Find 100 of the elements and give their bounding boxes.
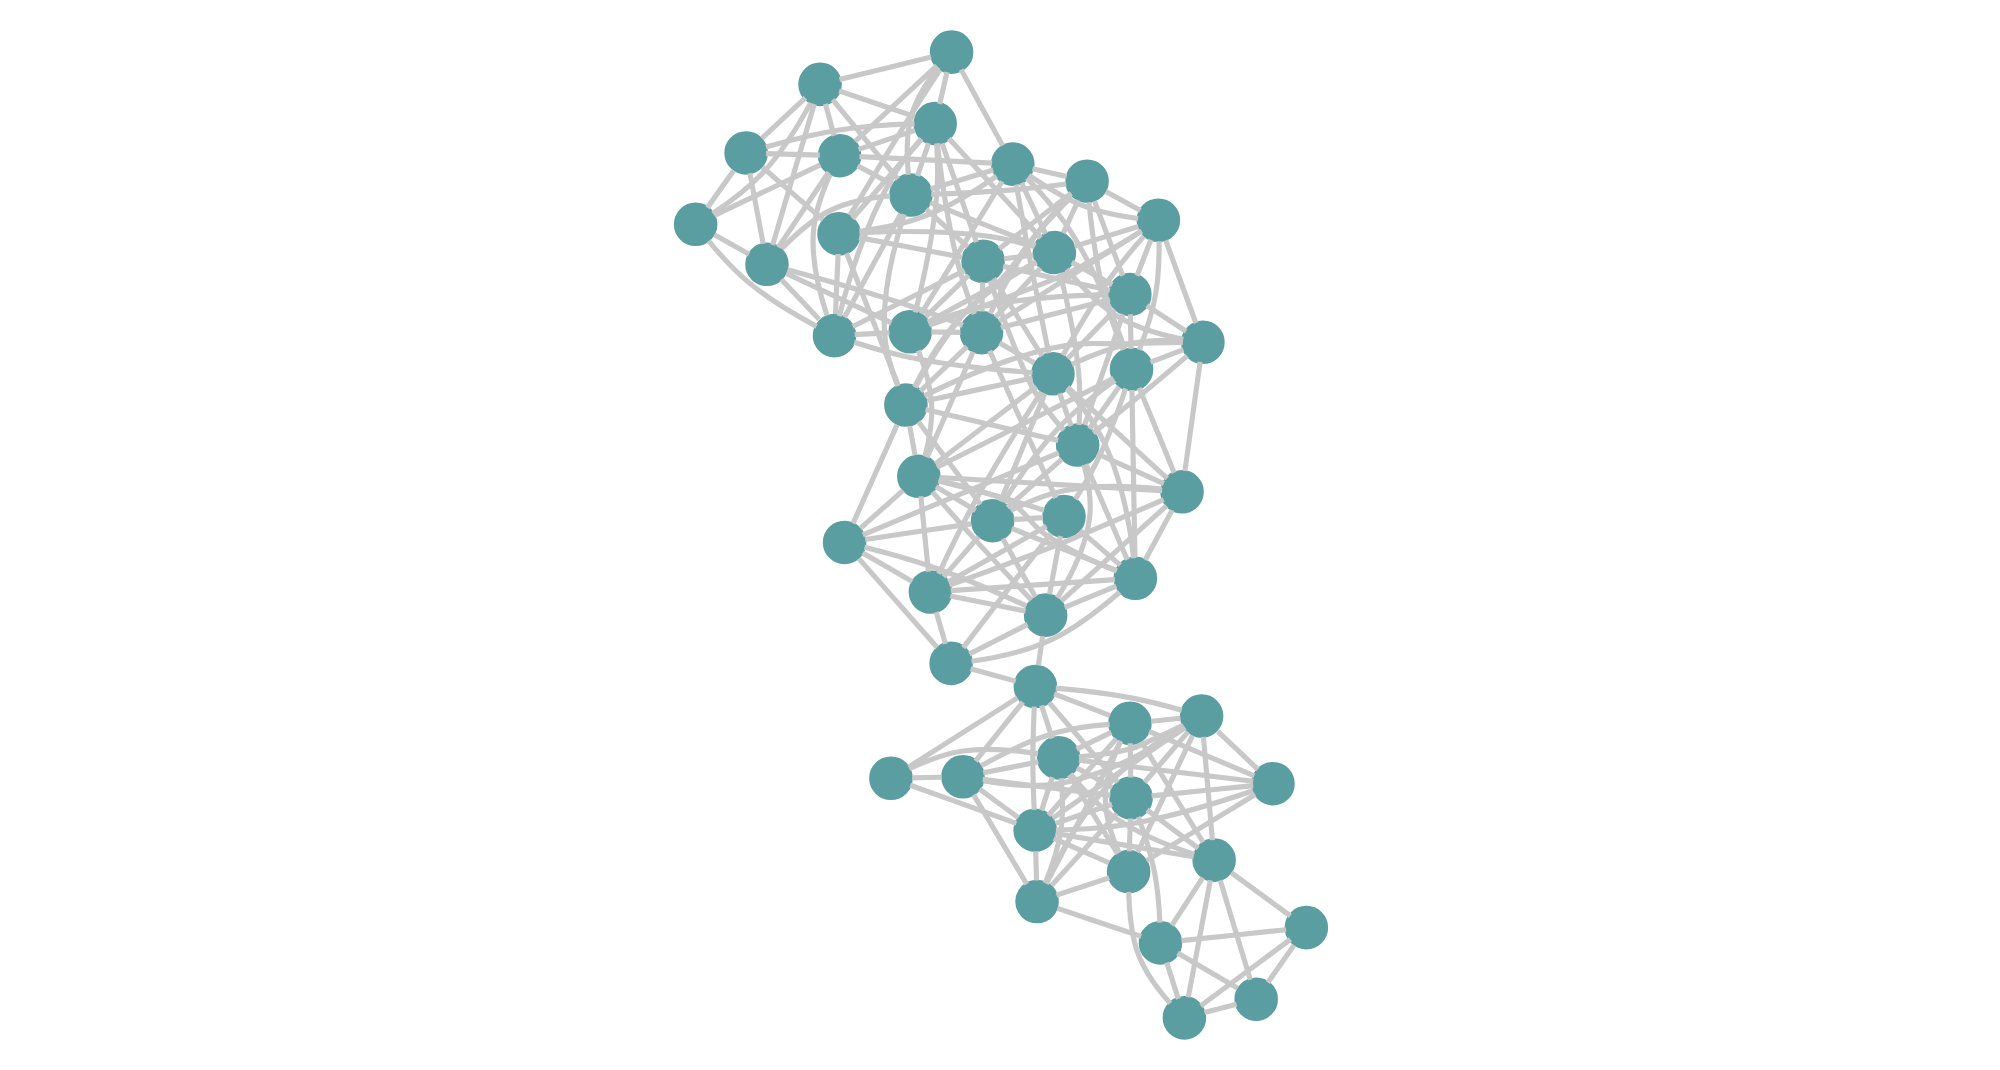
connector — [1202, 1001, 1237, 1016]
connector — [1086, 385, 1121, 431]
connector — [1077, 528, 1121, 568]
connector — [1032, 851, 1039, 881]
connector — [1090, 353, 1188, 435]
connector — [1054, 788, 1253, 833]
connector — [925, 375, 1033, 403]
node-circle — [1064, 159, 1108, 203]
connector — [1228, 870, 1291, 918]
connector — [1135, 386, 1176, 474]
connector — [835, 136, 923, 317]
node-circle — [960, 239, 1004, 284]
connector — [970, 793, 1028, 886]
connector — [1134, 734, 1194, 854]
connector — [932, 611, 947, 645]
connector — [1180, 927, 1286, 944]
node-circle — [1030, 351, 1074, 396]
connector — [843, 252, 900, 387]
connector — [935, 390, 1043, 576]
connector — [1141, 730, 1189, 784]
connector — [1000, 378, 1116, 504]
connector — [992, 266, 1042, 319]
node-circle — [928, 641, 972, 686]
connector — [1144, 792, 1256, 863]
connector — [977, 787, 1019, 820]
connector — [967, 622, 1028, 657]
connector — [1026, 173, 1138, 221]
node-circle — [883, 383, 927, 427]
connector — [933, 484, 976, 513]
node-circle — [816, 212, 860, 256]
node-circle — [1022, 593, 1067, 637]
node-circle — [816, 133, 861, 178]
connector — [914, 349, 934, 458]
node-circle — [1107, 272, 1151, 317]
connector — [1041, 777, 1065, 885]
connector — [1009, 526, 1117, 574]
connector — [710, 101, 812, 216]
node-circle — [1180, 320, 1224, 365]
connector — [1064, 385, 1168, 481]
connector — [960, 531, 1053, 650]
connector — [829, 98, 899, 181]
connector — [1045, 737, 1118, 818]
node-circle — [1178, 694, 1223, 738]
connector — [860, 550, 913, 584]
connector — [1051, 836, 1109, 866]
connector — [938, 142, 978, 243]
connector — [1054, 831, 1194, 860]
node-circle — [1035, 736, 1080, 780]
node-circle — [1233, 977, 1277, 1021]
connector — [938, 474, 1162, 494]
node-circle — [1161, 996, 1206, 1040]
connector — [1175, 950, 1238, 991]
node-circle — [868, 756, 912, 801]
connector — [1162, 239, 1198, 325]
connector — [918, 180, 1004, 316]
connector — [809, 173, 832, 317]
connector — [929, 490, 1033, 602]
connector — [934, 376, 1114, 470]
connector — [837, 54, 931, 83]
node-circle — [896, 454, 940, 499]
node-circle — [1112, 556, 1157, 601]
connector — [1038, 704, 1054, 740]
connector — [999, 537, 1037, 599]
node-circle — [723, 131, 767, 175]
connector — [705, 239, 817, 329]
connector — [1042, 723, 1184, 884]
connector — [1054, 875, 1109, 898]
connector — [1074, 765, 1113, 790]
connector — [970, 590, 1121, 664]
connector — [849, 137, 923, 221]
connector — [1081, 313, 1125, 426]
connector — [1066, 773, 1119, 856]
connector — [906, 425, 917, 456]
connector — [857, 235, 962, 260]
connector — [1002, 252, 1033, 262]
node-circle — [1283, 905, 1328, 950]
node-circle — [797, 62, 841, 107]
node-circle — [887, 309, 931, 354]
connector — [1038, 776, 1054, 812]
connector — [837, 88, 915, 120]
connector — [940, 535, 980, 579]
connector — [1064, 307, 1116, 361]
connector — [947, 497, 1164, 588]
connector — [759, 165, 824, 222]
connector — [1150, 783, 1253, 799]
connector — [704, 168, 735, 210]
connector — [1059, 234, 1145, 357]
connector — [903, 65, 940, 176]
connector — [1050, 725, 1186, 821]
connector — [1214, 729, 1259, 772]
connector — [1125, 891, 1172, 1006]
connector — [996, 229, 1142, 324]
connector — [1054, 685, 1182, 713]
connector — [846, 68, 942, 217]
connector — [1199, 736, 1214, 841]
node-circle — [1014, 879, 1058, 924]
connector — [1128, 389, 1137, 558]
connector — [1072, 224, 1139, 249]
connector — [917, 344, 968, 393]
connector — [852, 339, 1032, 376]
